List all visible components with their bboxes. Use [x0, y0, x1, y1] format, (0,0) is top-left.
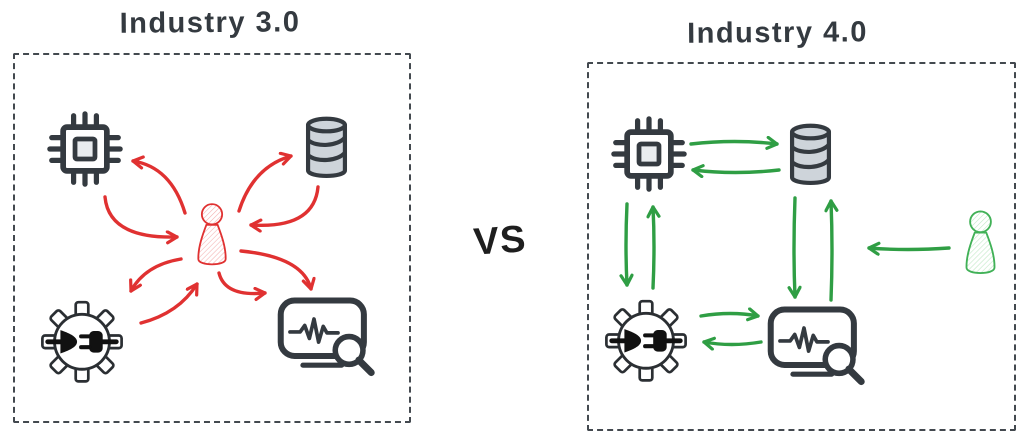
vs-label: VS: [472, 217, 528, 264]
gear-plug-icon: [601, 294, 691, 384]
human-pawn-icon: [191, 201, 233, 271]
arrow-processor-to-database: [689, 142, 779, 145]
arrow-human-to-monitor-side: [217, 271, 267, 294]
processor-chip-icon: [47, 111, 123, 187]
arrow-machine-to-human: [139, 282, 199, 325]
monitor-analytics-icon: [275, 295, 377, 380]
arrow-human-to-processor: [131, 161, 187, 215]
arrow-processor-to-human: [103, 195, 179, 237]
arrow-human-to-machine: [131, 257, 183, 293]
arrow-database-to-monitor: [794, 196, 795, 299]
arrow-database-to-human: [249, 185, 320, 225]
arrow-machine-to-monitor: [699, 314, 760, 317]
industry-4-title: Industry 4.0: [686, 16, 869, 50]
industry-3-title: Industry 3.0: [119, 6, 301, 40]
gear-plug-icon: [37, 295, 127, 385]
industry-3-arrows: [103, 55, 320, 325]
arrow-human-to-monitor-top: [239, 249, 311, 291]
arrow-database-to-processor: [691, 170, 781, 173]
monitor-analytics-icon: [765, 304, 867, 389]
arrow-machine-to-processor: [653, 205, 654, 290]
industry-3-panel: [13, 53, 411, 423]
arrow-processor-to-machine: [626, 202, 627, 287]
database-icon: [303, 115, 350, 182]
arrow-human-to-database: [237, 156, 293, 213]
arrow-monitor-to-database: [831, 199, 832, 302]
processor-chip-icon: [611, 116, 687, 192]
arrow-human-to-system: [867, 248, 951, 250]
industry-4-panel: [587, 62, 1016, 431]
industry-4-arrows: [589, 64, 951, 429]
human-pawn-icon: [959, 208, 1002, 280]
arrow-monitor-to-machine: [702, 342, 763, 345]
database-icon: [787, 122, 834, 189]
